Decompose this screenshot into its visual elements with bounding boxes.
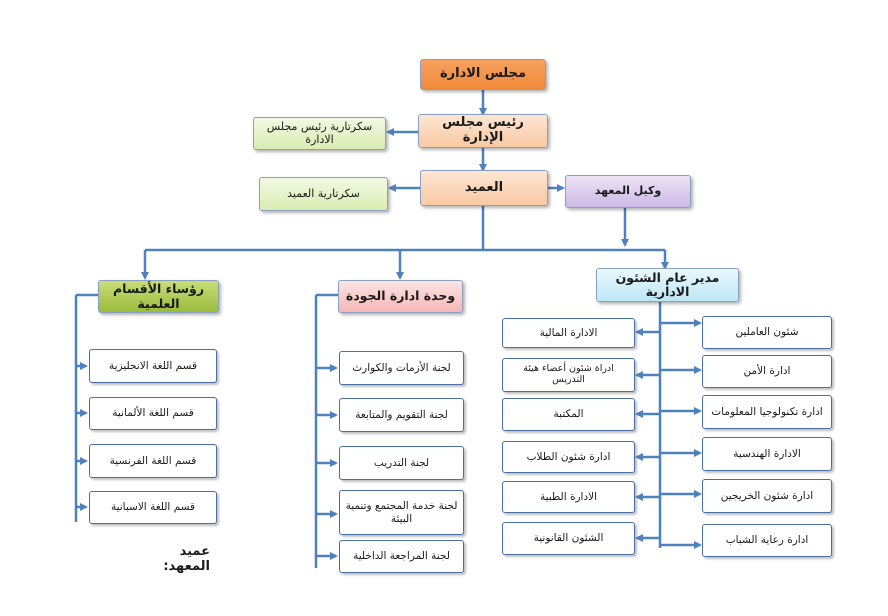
dean-footer-label: عميد المعهد:	[163, 544, 210, 574]
admin-right-item: ادارة شئون الخريجين	[702, 479, 832, 513]
departments-head-box: رؤساء الأقسام العلمية	[98, 280, 219, 313]
admin-left-item: الادارة الطبية	[502, 481, 635, 513]
dean-box: العميد	[420, 170, 548, 206]
quality-item: لجنة التدريب	[339, 446, 464, 480]
admin-head-box: مدير عام الشئون الادارية	[596, 268, 739, 302]
admin-right-item: ادارة رعاية الشباب	[702, 524, 832, 557]
quality-item: لجنة الأزمات والكوارث	[339, 351, 464, 385]
admin-left-item: المكتبة	[502, 398, 635, 431]
admin-right-item: ادارة تكنولوجيا المعلومات	[702, 395, 832, 429]
quality-item: لجنة خدمة المجتمع وتنمية البيئة	[339, 490, 464, 535]
department-item: قسم اللغة الألمانية	[89, 397, 217, 430]
department-item: قسم اللغة الاسبانية	[89, 491, 217, 524]
board-box: مجلس الادارة	[420, 59, 546, 90]
quality-item: لجنة المراجعة الداخلية	[339, 540, 464, 573]
chairman-box: رئيس مجلس الإدارة	[418, 114, 548, 148]
chairman-secretary-box: سكرتارية رئيس مجلس الادارة	[253, 117, 386, 150]
admin-right-item: الادارة الهندسية	[702, 437, 832, 471]
admin-right-item: ادارة الأمن	[702, 355, 832, 388]
vice-dean-box: وكيل المعهد	[565, 175, 691, 208]
admin-left-item: الادارة المالية	[502, 318, 635, 348]
quality-item: لجنة التقويم والمتابعة	[339, 398, 464, 432]
admin-left-item: الشئون القانونية	[502, 522, 635, 555]
admin-left-item: ادراة شئون أعضاء هيئة التدريس	[502, 358, 635, 392]
department-item: قسم اللغة الفرنسية	[89, 444, 217, 478]
admin-left-item: ادارة شئون الطلاب	[502, 441, 635, 473]
dean-secretary-box: سكرتارية العميد	[259, 177, 388, 211]
department-item: قسم اللغة الانجليزية	[89, 349, 217, 383]
quality-head-box: وحدة ادارة الجودة	[338, 280, 463, 313]
admin-right-item: شئون العاملين	[702, 316, 832, 349]
